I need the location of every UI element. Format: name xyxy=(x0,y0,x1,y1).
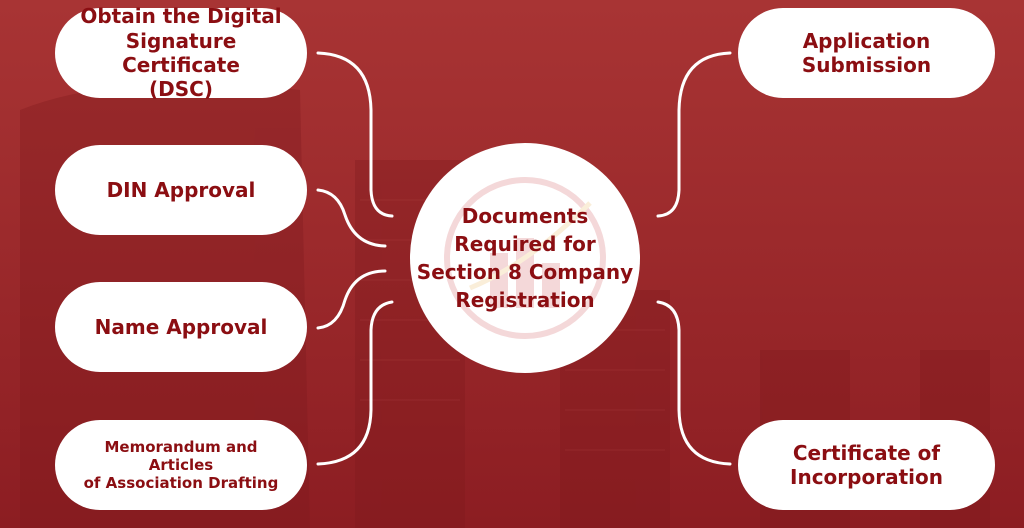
connector-certificate xyxy=(656,300,732,466)
step-label: Name Approval xyxy=(94,314,268,339)
step-obtain-dsc: Obtain the Digital Signature Certificate… xyxy=(55,4,307,101)
step-certificate-of-incorporation: Certificate of Incorporation xyxy=(738,420,995,510)
connector-din xyxy=(316,188,387,248)
step-name-approval: Name Approval xyxy=(55,282,307,372)
connector-name xyxy=(316,269,387,330)
step-application-submission: Application Submission xyxy=(738,8,995,98)
company-logo-watermark-icon xyxy=(444,177,606,339)
center-hub: Documents Required for Section 8 Company… xyxy=(410,143,640,373)
center-title: Documents Required for Section 8 Company… xyxy=(416,204,634,312)
step-label: DIN Approval xyxy=(106,177,256,202)
connector-moa xyxy=(316,300,394,466)
step-moa-aoa-drafting: Memorandum and Articles of Association D… xyxy=(55,420,307,510)
step-label: Application Submission xyxy=(801,28,932,77)
connector-dsc xyxy=(316,51,394,218)
step-din-approval: DIN Approval xyxy=(55,145,307,235)
connector-application xyxy=(656,51,732,218)
step-label: Memorandum and Articles of Association D… xyxy=(83,437,279,493)
step-label: Certificate of Incorporation xyxy=(790,440,943,489)
step-label: Obtain the Digital Signature Certificate… xyxy=(80,4,282,102)
